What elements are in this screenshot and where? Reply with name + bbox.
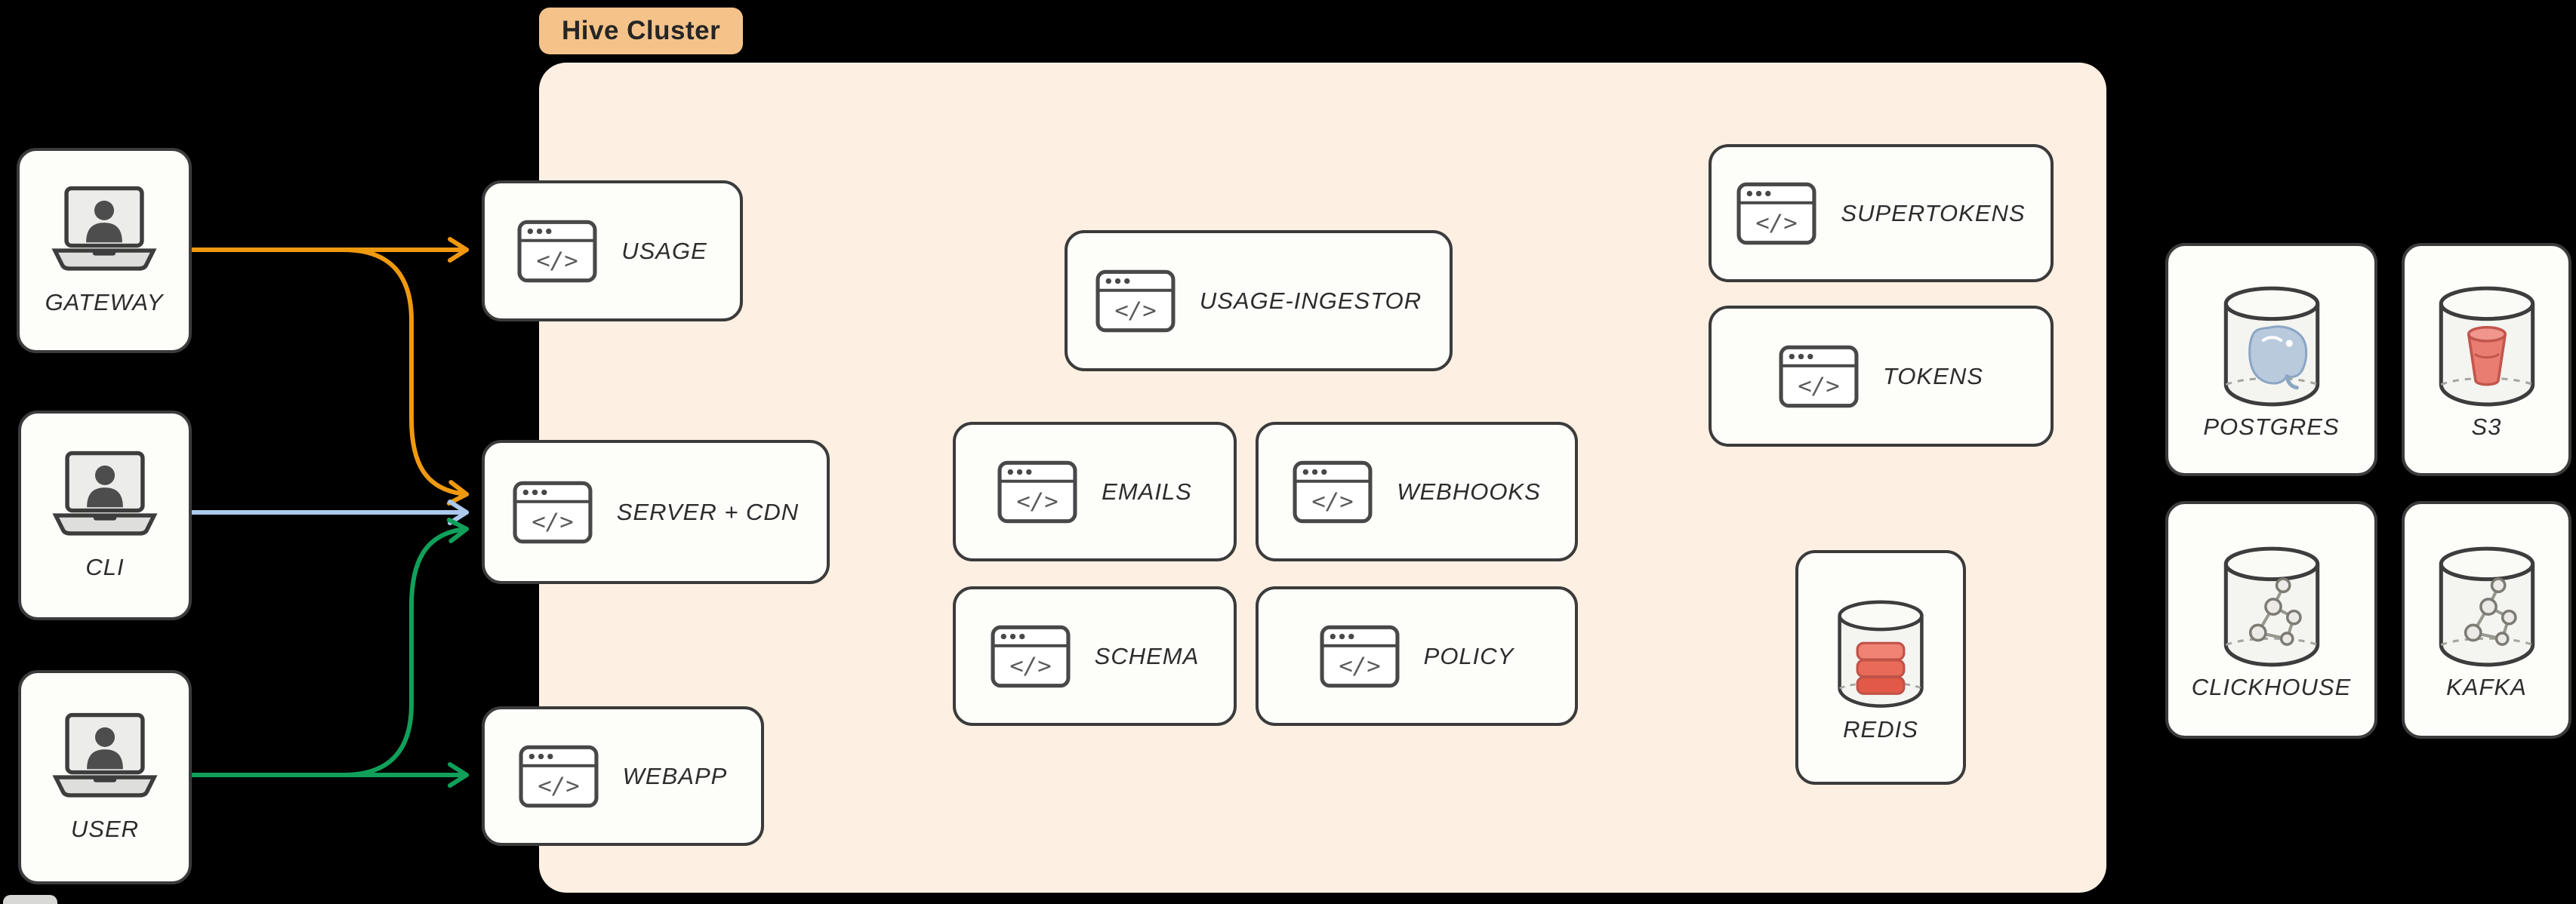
node-cli: CLI (18, 410, 192, 620)
node-redis: REDIS (1795, 550, 1966, 785)
node-label: SCHEMA (1094, 642, 1200, 669)
cropped-shape (3, 895, 57, 904)
code-window-icon (519, 745, 599, 808)
node-gateway: GATEWAY (17, 148, 192, 353)
node-policy: POLICY (1256, 586, 1578, 726)
node-label: USAGE (621, 237, 707, 264)
laptop-user-icon (48, 450, 162, 542)
node-postgres: POSTGRES (2165, 243, 2377, 476)
kafka-cylinder-icon (2430, 540, 2544, 669)
code-window-icon (997, 460, 1077, 524)
s3-logo (2467, 325, 2507, 386)
node-server-cdn: SERVER + CDN (482, 440, 830, 584)
s3-cylinder-icon (2430, 279, 2544, 409)
node-s3: S3 (2402, 243, 2571, 476)
node-label: REDIS (1843, 715, 1918, 743)
node-tokens: TOKENS (1709, 306, 2054, 447)
edge-user-server-cdn (341, 518, 469, 777)
postgres-logo (2248, 324, 2307, 389)
clickhouse-cylinder-icon (2214, 540, 2329, 669)
code-window-icon (513, 481, 593, 544)
node-label: WEBAPP (622, 762, 728, 789)
redis-stack-icon (1829, 592, 1932, 712)
code-window-icon (517, 220, 597, 283)
node-label: EMAILS (1102, 478, 1192, 505)
code-window-icon (1320, 625, 1400, 688)
node-label: POLICY (1423, 642, 1514, 669)
node-clickhouse: CLICKHOUSE (2165, 501, 2377, 739)
code-window-icon (1779, 345, 1859, 408)
code-window-icon (1293, 460, 1373, 524)
node-usage-ingestor: USAGE-INGESTOR (1065, 230, 1453, 371)
node-label: USAGE-INGESTOR (1199, 287, 1422, 314)
hive-cluster-label: Hive Cluster (539, 8, 744, 54)
laptop-user-icon (48, 712, 162, 804)
node-label: SUPERTOKENS (1841, 199, 2026, 226)
node-supertokens: SUPERTOKENS (1709, 144, 2054, 282)
node-webapp: WEBAPP (482, 706, 764, 846)
code-window-icon (1095, 269, 1176, 333)
node-label: S3 (2471, 413, 2502, 440)
node-emails: EMAILS (953, 422, 1237, 561)
code-window-icon (1736, 182, 1816, 245)
node-label: WEBHOOKS (1397, 478, 1541, 505)
node-kafka: KAFKA (2402, 501, 2571, 739)
node-user: USER (18, 670, 192, 884)
node-schema: SCHEMA (953, 586, 1237, 726)
node-label: SERVER + CDN (616, 498, 800, 525)
node-label: POSTGRES (2203, 413, 2340, 440)
node-usage: USAGE (482, 180, 743, 321)
node-label: GATEWAY (45, 289, 164, 315)
node-label: CLICKHOUSE (2191, 673, 2352, 700)
node-webhooks: WEBHOOKS (1256, 422, 1578, 561)
node-label: KAFKA (2446, 673, 2527, 700)
laptop-user-icon (47, 185, 162, 277)
node-label: TOKENS (1883, 362, 1983, 389)
edge-gateway-server-cdn (341, 248, 469, 506)
redis-logo (1856, 641, 1906, 695)
postgres-cylinder-icon (2214, 279, 2329, 409)
node-label: CLI (85, 554, 125, 580)
code-window-icon (991, 625, 1071, 688)
node-label: USER (70, 816, 140, 842)
